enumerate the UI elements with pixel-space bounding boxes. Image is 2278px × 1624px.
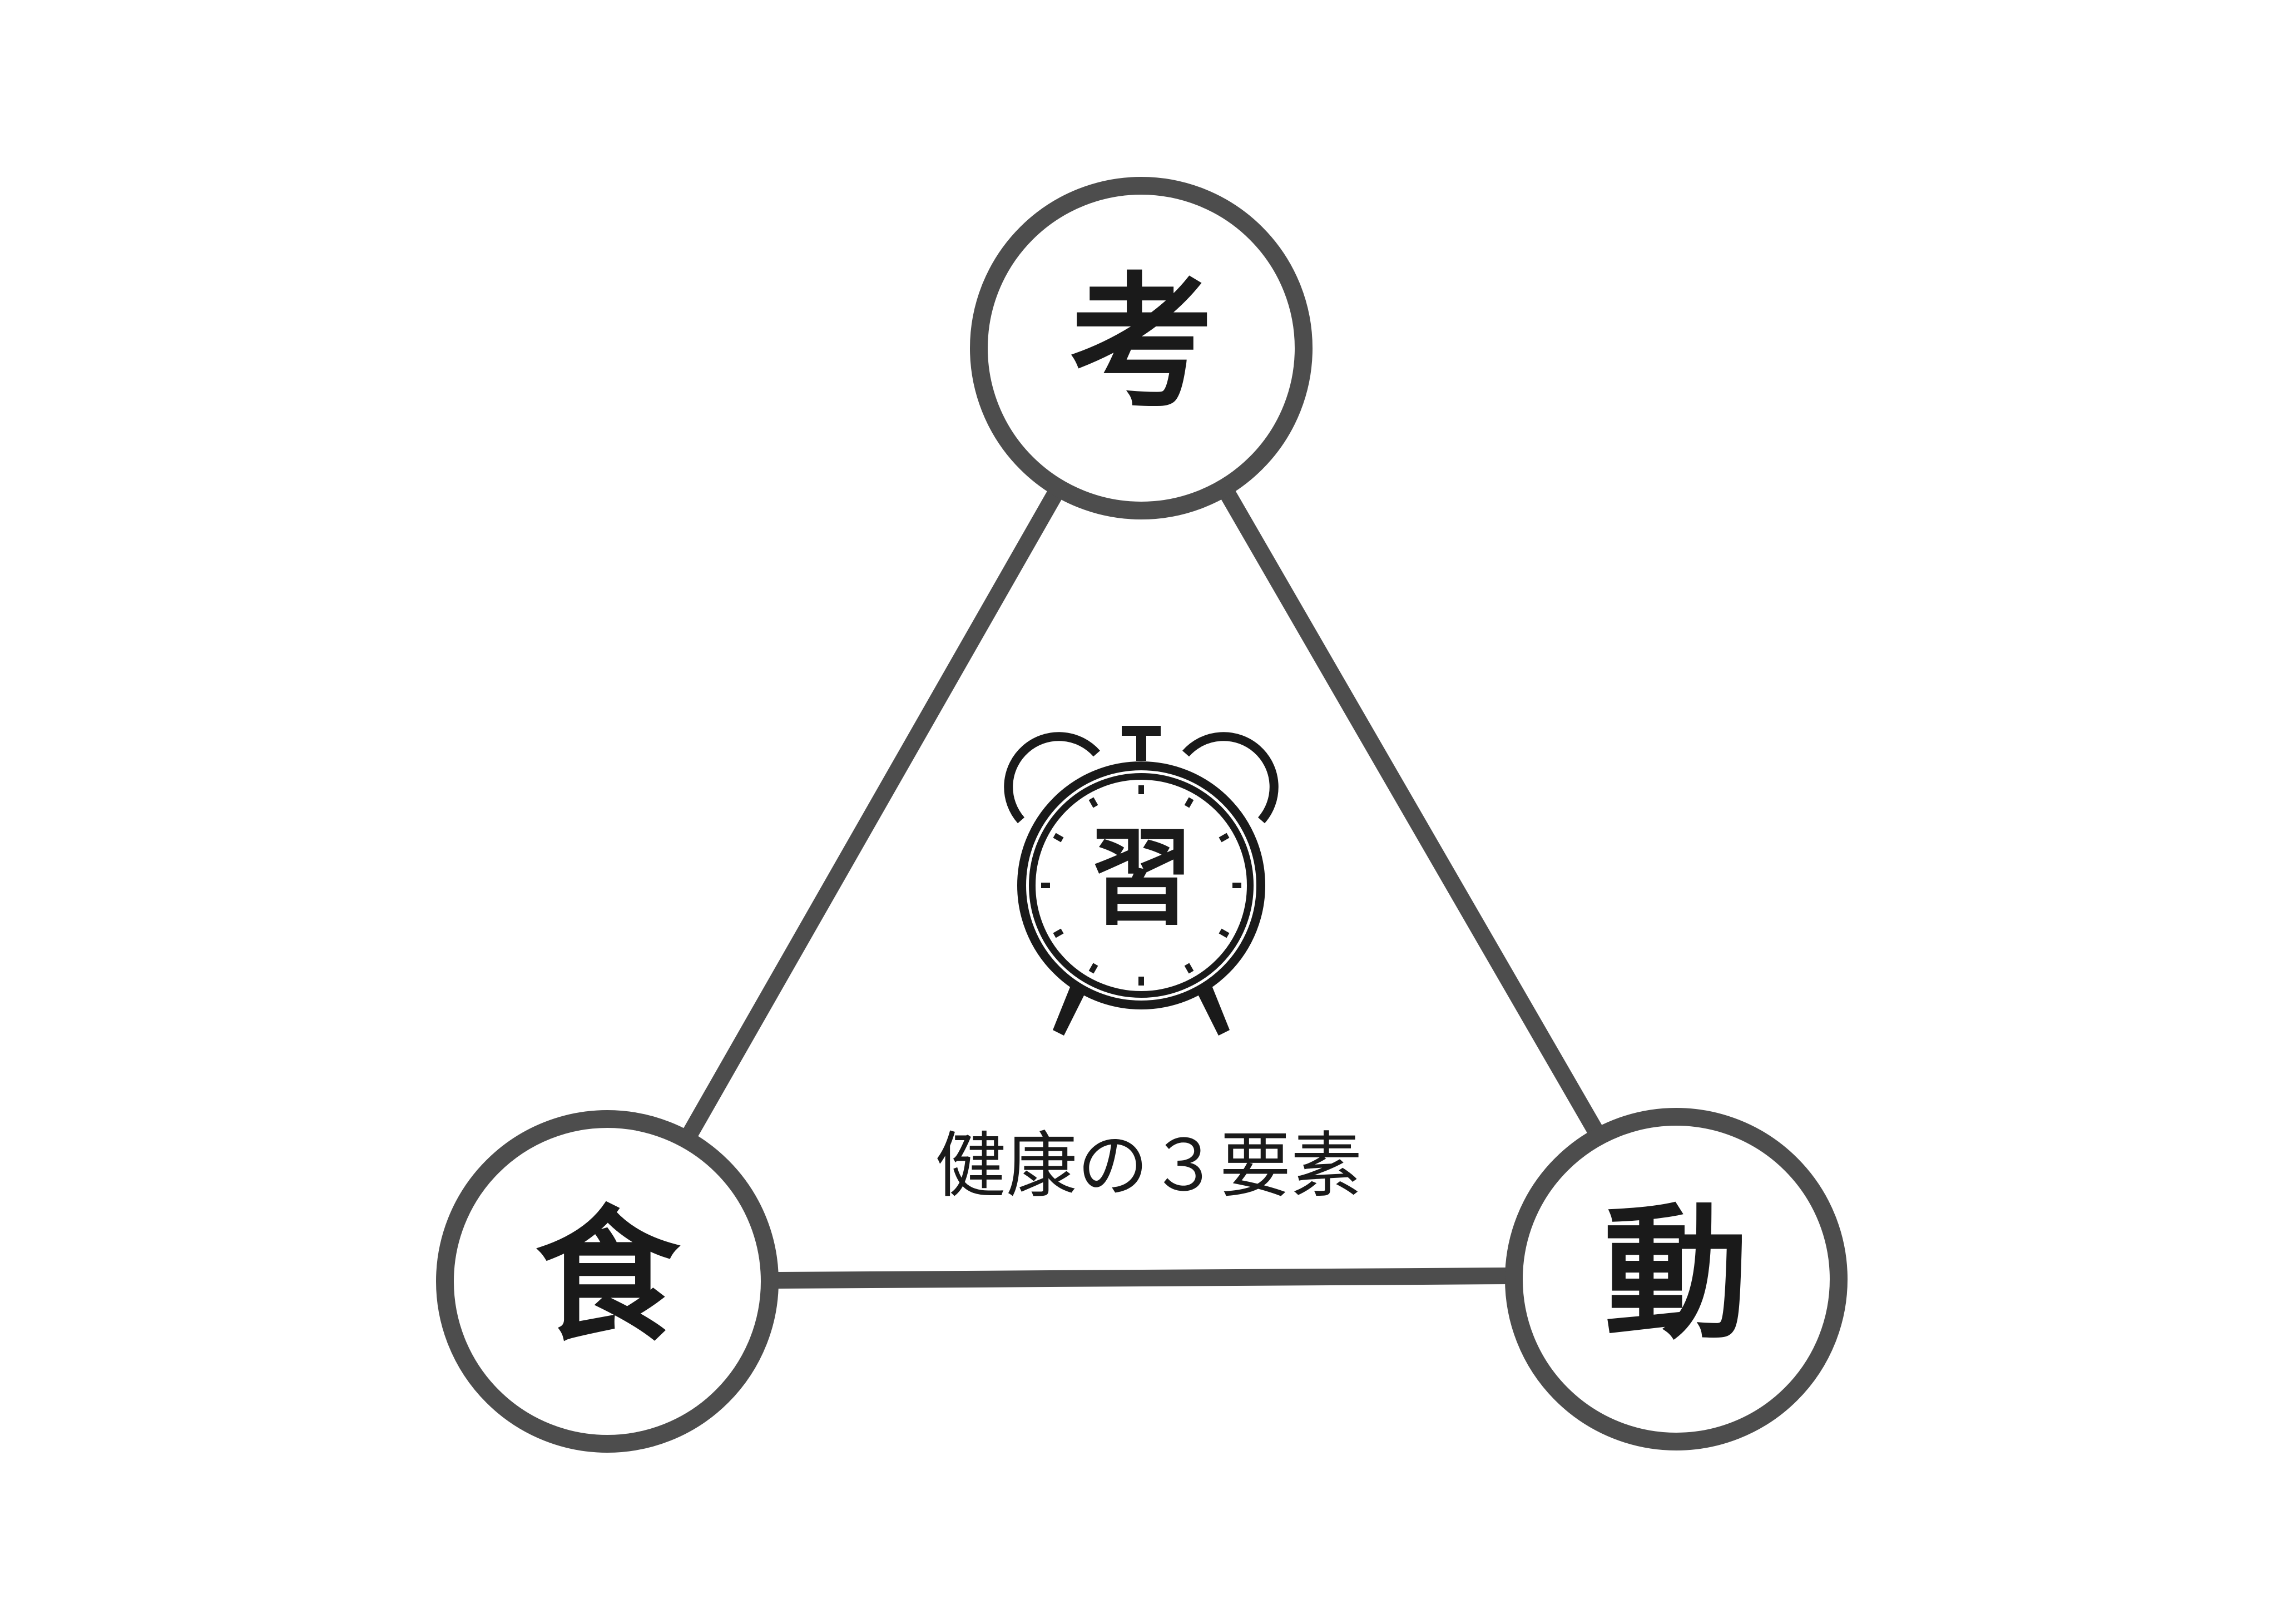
alarm-clock-ticks [1041,785,1241,986]
edge-left-right [777,1267,1512,1289]
alarm-clock-leg-left [1053,979,1087,1036]
node-left-ring [436,1110,779,1453]
diagram-caption: 健康の３要素 [935,1125,1362,1207]
node-right-label: 動 [1604,1191,1749,1359]
alarm-clock-face [1029,773,1254,998]
center-label: 習 [1088,816,1194,939]
alarm-clock-bell-left [1004,732,1100,824]
alarm-clock-leg-right [1195,979,1230,1036]
alarm-clock-icon [1004,726,1279,1036]
node-left: 食 [436,1110,779,1453]
edge-top-left [683,484,1066,1137]
alarm-clock-case [1017,761,1265,1009]
node-top-ring [970,177,1313,519]
edge-top-right [1217,483,1603,1136]
node-right-ring [1505,1108,1848,1450]
node-left-label: 食 [535,1193,682,1361]
alarm-clock-bell-right [1182,732,1279,824]
node-top: 考 [970,177,1313,519]
node-right: 動 [1505,1108,1848,1450]
node-top-label: 考 [1069,260,1214,428]
